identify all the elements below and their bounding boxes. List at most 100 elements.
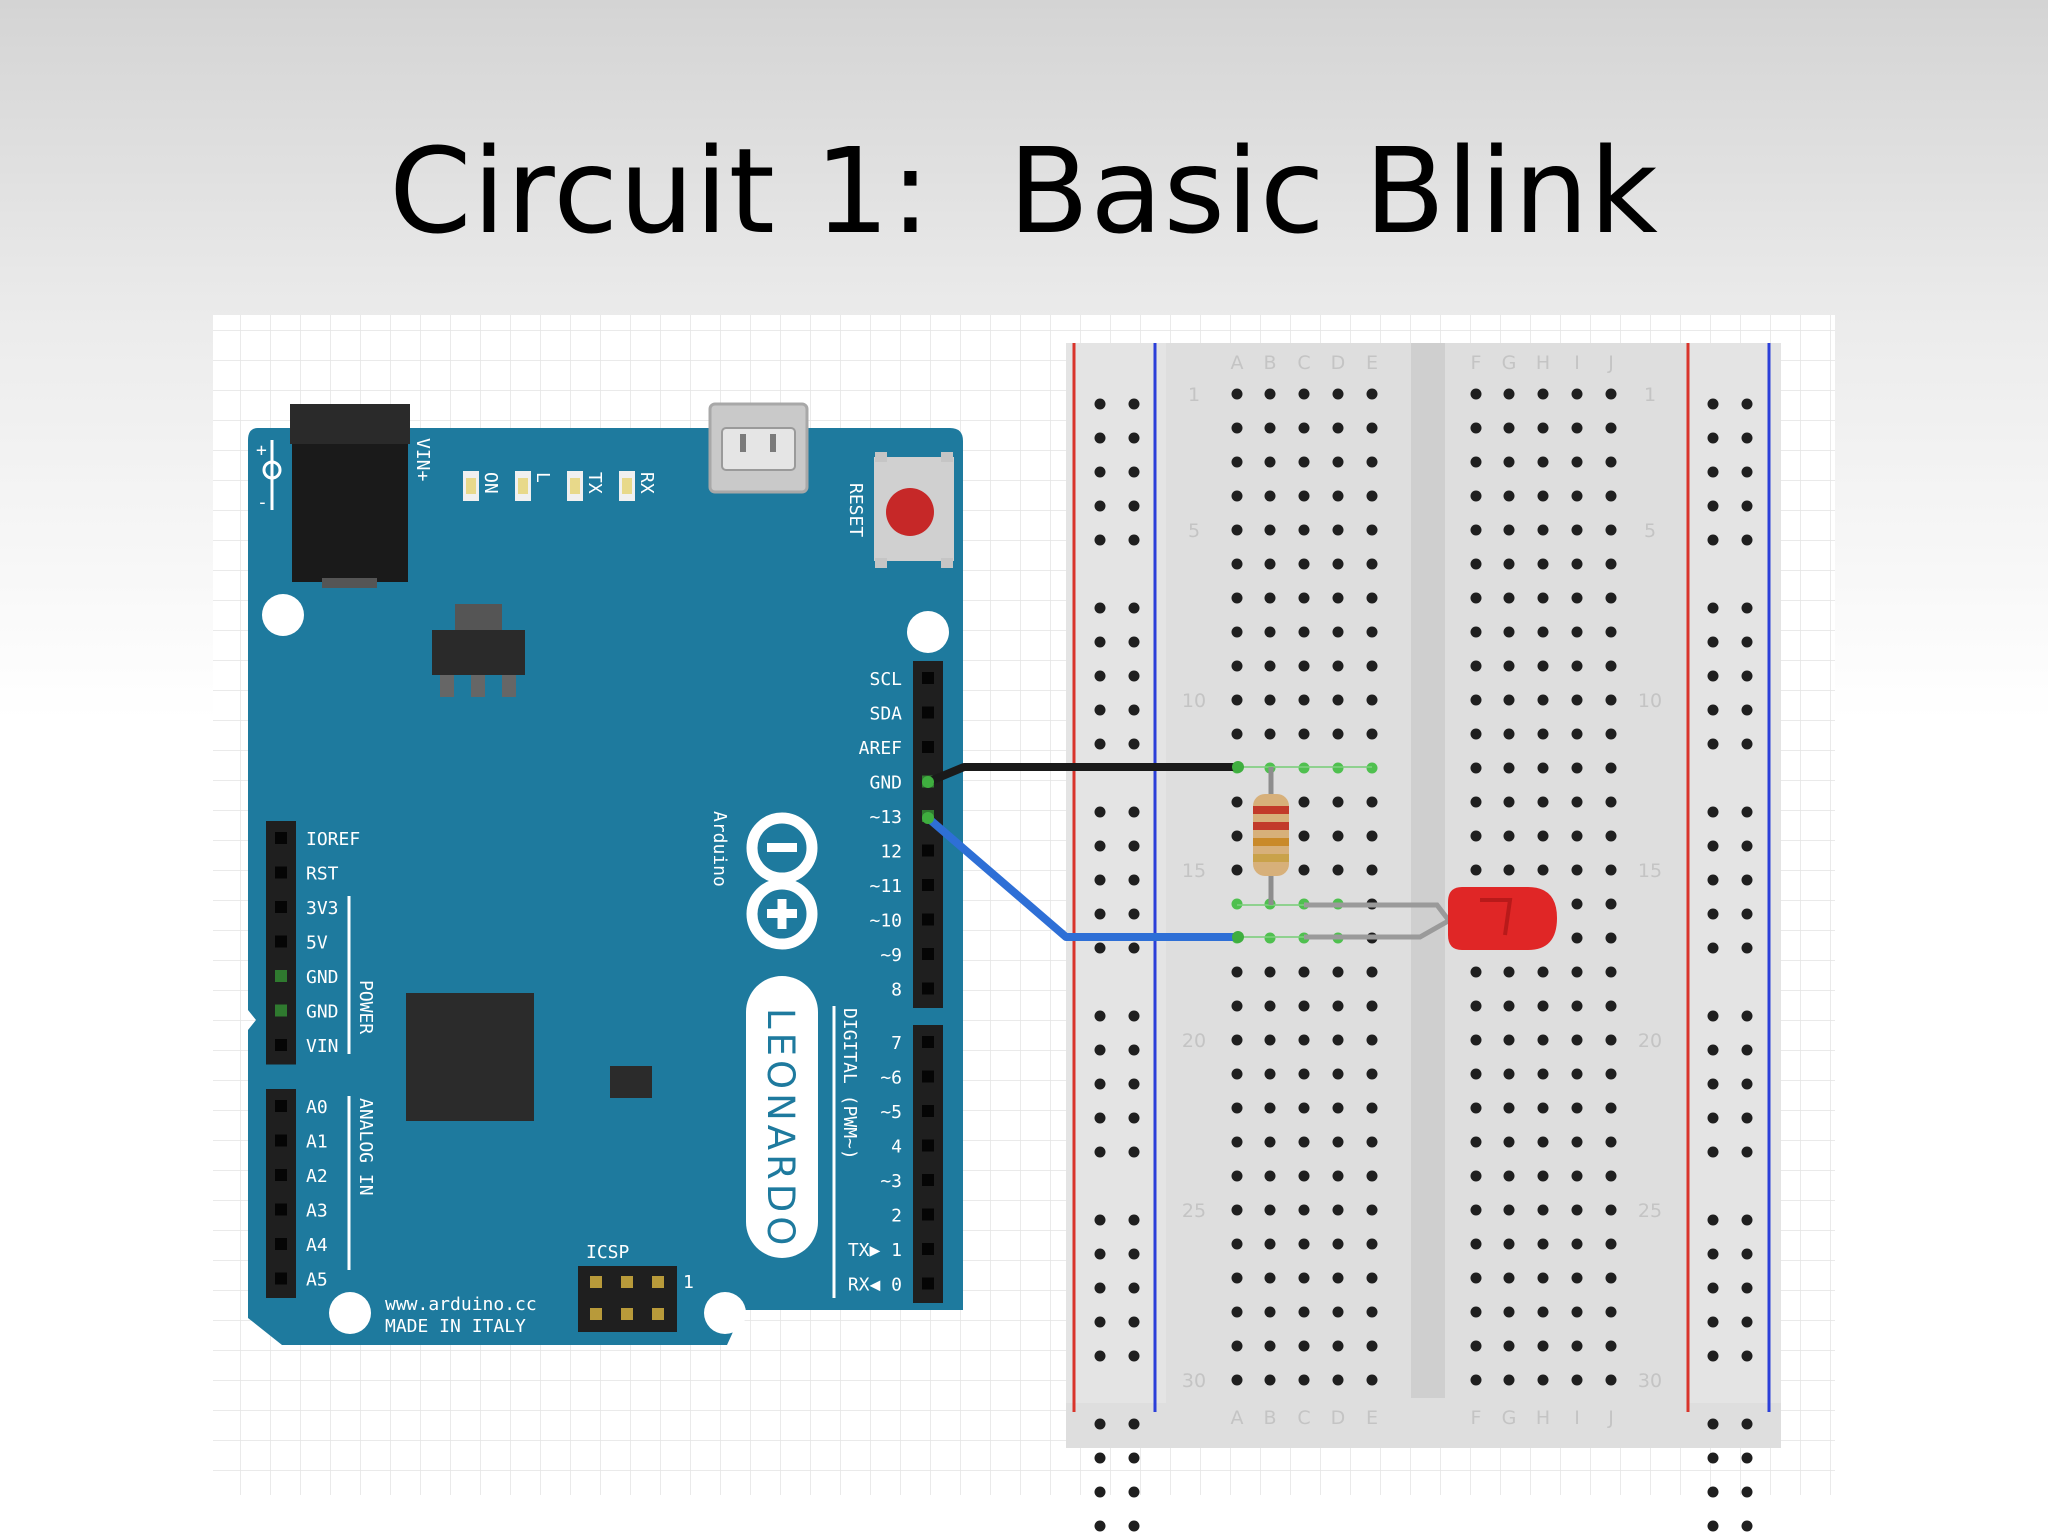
wire-end-gnd-breadboard <box>1232 761 1244 773</box>
rail-hole <box>1741 602 1753 614</box>
rail-hole <box>1741 1520 1753 1532</box>
rail-hole <box>1707 738 1719 750</box>
rail-hole <box>1707 908 1719 920</box>
breadboard-hole <box>1605 456 1617 468</box>
breadboard-hole <box>1605 1170 1617 1182</box>
breadboard-hole <box>1264 1034 1276 1046</box>
breadboard-hole <box>1605 388 1617 400</box>
header-pin <box>275 901 287 913</box>
breadboard-hole <box>1470 1340 1482 1352</box>
breadboard-hole <box>1332 490 1344 502</box>
breadboard-hole <box>1332 1272 1344 1284</box>
breadboard-hole <box>1231 592 1243 604</box>
row-number-label: 25 <box>1182 1200 1206 1222</box>
breadboard-hole <box>1332 864 1344 876</box>
row-number-label: 30 <box>1638 1370 1662 1392</box>
breadboard-hole <box>1503 1306 1515 1318</box>
rail-hole <box>1094 602 1106 614</box>
breadboard-hole <box>1332 626 1344 638</box>
resistor-band <box>1253 806 1289 814</box>
icsp-body <box>578 1266 677 1332</box>
breadboard-hole <box>1231 626 1243 638</box>
breadboard-hole <box>1298 1340 1310 1352</box>
header-pin <box>275 1134 287 1147</box>
icsp-header <box>578 1266 677 1332</box>
breadboard-hole <box>1298 456 1310 468</box>
breadboard-hole <box>1298 1374 1310 1386</box>
rail-hole <box>1707 1078 1719 1090</box>
rail-hole <box>1094 1044 1106 1056</box>
breadboard-hole <box>1571 1340 1583 1352</box>
header-pin <box>922 844 934 857</box>
breadboard-hole <box>1366 864 1378 876</box>
breadboard-hole <box>1231 1204 1243 1216</box>
header-pin <box>275 1272 287 1285</box>
breadboard-hole <box>1264 1272 1276 1284</box>
digital-pin-label: TX▶ 1 <box>848 1240 902 1261</box>
header-pin <box>922 1105 934 1117</box>
breadboard-hole <box>1537 1136 1549 1148</box>
voltage-regulator-tab <box>455 604 502 632</box>
breadboard-hole <box>1298 524 1310 536</box>
header-pin <box>922 879 934 891</box>
breadboard-hole <box>1298 694 1310 706</box>
rail-hole <box>1094 1112 1106 1124</box>
breadboard-hole <box>1332 1374 1344 1386</box>
breadboard-hole <box>1605 1340 1617 1352</box>
breadboard-hole <box>1332 966 1344 978</box>
breadboard-hole <box>1332 388 1344 400</box>
breadboard-hole <box>1605 558 1617 570</box>
breadboard-hole <box>1366 728 1378 740</box>
breadboard-hole <box>1537 524 1549 536</box>
power-minus-label: - <box>257 492 268 513</box>
breadboard-hole <box>1298 1170 1310 1182</box>
breadboard-hole <box>1571 898 1583 910</box>
breadboard-hole <box>1366 388 1378 400</box>
rail-hole <box>1094 738 1106 750</box>
breadboard-hole <box>1332 728 1344 740</box>
rail-hole <box>1128 670 1140 682</box>
breadboard-hole <box>1264 660 1276 672</box>
digital-pin-label: ~3 <box>880 1171 902 1192</box>
analog-pin-label: A0 <box>306 1097 328 1118</box>
column-label: B <box>1263 1407 1276 1429</box>
breadboard-hole <box>1537 456 1549 468</box>
rail-hole <box>1707 1452 1719 1464</box>
breadboard-hole <box>1605 1000 1617 1012</box>
breadboard-hole <box>1571 558 1583 570</box>
breadboard-hole <box>1366 660 1378 672</box>
breadboard-hole <box>1503 524 1515 536</box>
breadboard-hole <box>1298 422 1310 434</box>
breadboard-hole <box>1264 1374 1276 1386</box>
rail-hole <box>1128 534 1140 546</box>
breadboard-hole <box>1231 388 1243 400</box>
breadboard-hole <box>1264 1238 1276 1250</box>
status-led-label: ON <box>480 472 501 494</box>
status-led-lens <box>518 478 528 494</box>
breadboard-hole <box>1470 1068 1482 1080</box>
rail-hole <box>1094 908 1106 920</box>
breadboard-hole <box>1503 660 1515 672</box>
power-pin-label: 5V <box>306 933 328 954</box>
breadboard-hole <box>1503 456 1515 468</box>
breadboard-hole <box>1470 1204 1482 1216</box>
rail-hole <box>1707 1486 1719 1498</box>
header-pin <box>922 706 934 719</box>
rail-hole <box>1094 466 1106 478</box>
status-led-label: TX <box>584 472 605 494</box>
regulator-leg <box>471 675 485 697</box>
breadboard-hole <box>1571 456 1583 468</box>
column-label: E <box>1366 1407 1378 1429</box>
breadboard-hole <box>1537 422 1549 434</box>
header-pin <box>275 1100 287 1112</box>
rail-hole <box>1741 738 1753 750</box>
breadboard-hole <box>1605 422 1617 434</box>
rail-hole <box>1741 1214 1753 1226</box>
breadboard-hole <box>1231 1034 1243 1046</box>
breadboard-hole <box>1231 660 1243 672</box>
rail-hole <box>1741 1112 1753 1124</box>
resistor-band <box>1253 854 1289 862</box>
header-pin <box>922 1277 934 1290</box>
breadboard-hole <box>1503 1204 1515 1216</box>
